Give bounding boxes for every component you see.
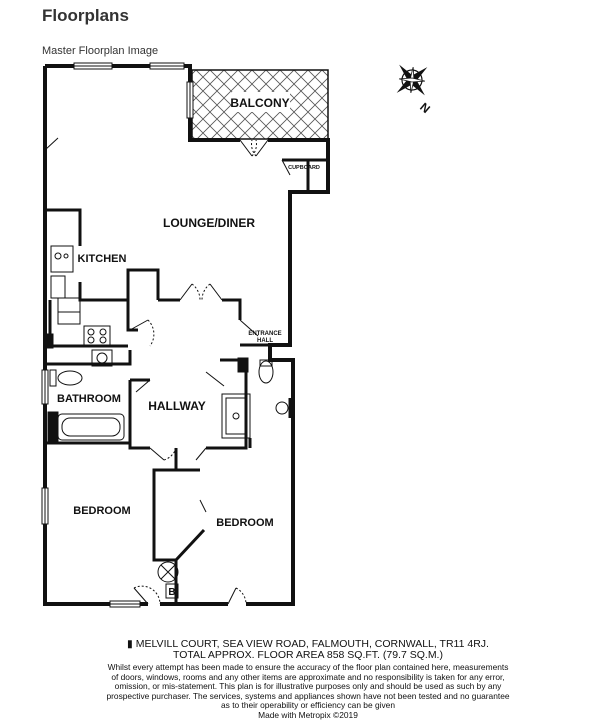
bathroom-fittings	[44, 333, 125, 443]
exterior-walls	[43, 64, 330, 606]
made-with-credit: Made with Metropix ©2019	[258, 709, 358, 720]
windows	[41, 62, 194, 608]
room-label-entrance-hall: ENTRANCE	[248, 331, 281, 337]
room-label-cupboard: CUPBOARD	[288, 165, 320, 171]
room-label-balcony: BALCONY	[230, 96, 289, 110]
room-label-bedroom-left: BEDROOM	[73, 505, 130, 517]
room-label-hallway: HALLWAY	[148, 399, 206, 413]
address-text: MELVILL COURT, SEA VIEW ROAD, FALMOUTH, …	[135, 638, 489, 650]
floorplan-footer: ▮ MELVILL COURT, SEA VIEW ROAD, FALMOUTH…	[40, 639, 576, 721]
lounge-walls	[44, 137, 160, 302]
balcony-area	[191, 69, 329, 140]
lounge-hallway-doors	[179, 283, 223, 301]
hallway-doors	[129, 319, 259, 461]
disclaimer-line: as to their operability or efficiency ca…	[221, 700, 395, 711]
room-label-bathroom: BATHROOM	[57, 393, 121, 405]
compass-north-label: N	[417, 100, 433, 116]
room-label-lounge-diner: LOUNGE/DINER	[163, 216, 255, 230]
room-label-bedroom-right: BEDROOM	[216, 517, 273, 529]
bedroom-walls	[152, 448, 207, 604]
floorplan-subtitle: Master Floorplan Image	[42, 45, 159, 57]
disclaimer: Whilst every attempt has been made to en…	[40, 662, 576, 711]
floor-area: TOTAL APPROX. FLOOR AREA 858 SQ.FT. (79.…	[173, 649, 443, 661]
bedroom-doors	[133, 585, 247, 605]
hallway-walls	[45, 298, 290, 450]
room-label-kitchen: KITCHEN	[78, 253, 127, 265]
disclaimer-line: of doors, windows, rooms and any other i…	[111, 671, 505, 682]
property-address: ▮ MELVILL COURT, SEA VIEW ROAD, FALMOUTH…	[40, 639, 576, 650]
ensuite-fittings	[221, 357, 292, 448]
balcony-doors	[239, 139, 269, 157]
disclaimer-line: prospective purchaser. The services, sys…	[106, 690, 510, 701]
boiler-marker: B	[168, 587, 175, 598]
cupboard	[281, 158, 328, 190]
disclaimer-line: Whilst every attempt has been made to en…	[107, 662, 509, 672]
compass-rose-icon	[396, 64, 428, 96]
hot-water-cylinder	[157, 561, 179, 599]
map-pin-icon: ▮	[127, 638, 136, 650]
room-label-entrance-hall-line2: HALL	[257, 338, 273, 344]
disclaimer-line: omission, or mis-statement. This plan is…	[114, 681, 502, 692]
page-title: Floorplans	[42, 6, 129, 25]
